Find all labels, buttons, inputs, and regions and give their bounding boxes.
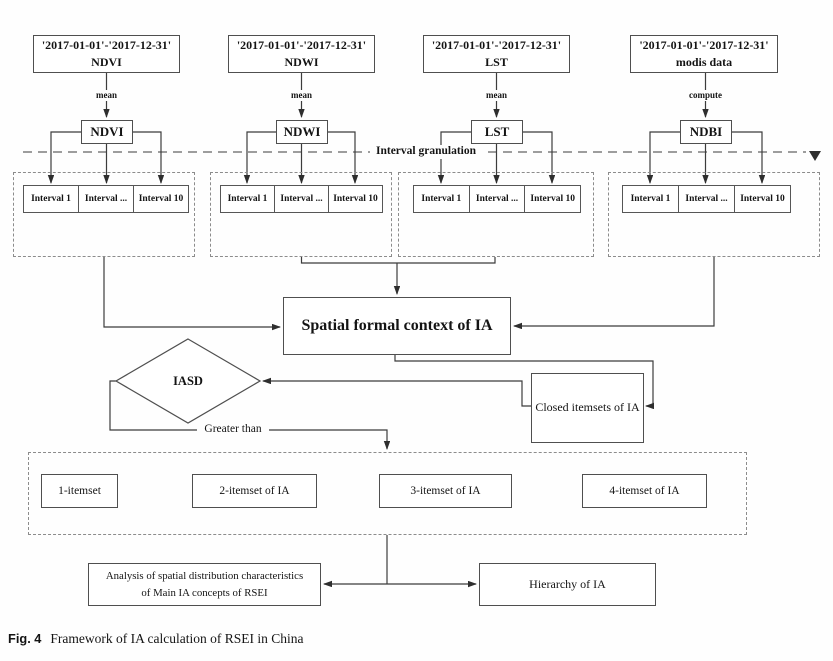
operation-label-mean: mean: [466, 90, 527, 101]
itemset-box-4: 4-itemset of IA: [582, 474, 707, 508]
operation-label-compute: compute: [675, 90, 736, 101]
flow-line: [300, 257, 397, 264]
analysis-line-1: Analysis of spatial distribution charact…: [105, 569, 304, 582]
source-box-label: '2017-01-01'-'2017-12-31' LST: [431, 37, 562, 69]
granulation-label: Interval granulation: [370, 145, 482, 159]
figure-caption-text: Framework of IA calculation of RSEI in C…: [50, 631, 304, 646]
itemset-group: [28, 452, 747, 535]
interval-row: Interval 1 Interval ... Interval 10: [220, 185, 383, 213]
interval-group-lst: Interval 1 Interval ... Interval 10: [398, 172, 594, 257]
interval-group-ndwi: Interval 1 Interval ... Interval 10: [210, 172, 392, 257]
interval-cell: Interval 1: [220, 185, 275, 213]
interval-cell: Interval 1: [622, 185, 679, 213]
flow-line: [397, 257, 496, 264]
source-box-ndwi: '2017-01-01'-'2017-12-31' NDWI: [228, 35, 375, 73]
index-box-ndbi: NDBI: [680, 120, 732, 144]
source-box-modis: '2017-01-01'-'2017-12-31' modis data: [630, 35, 778, 73]
interval-cell: Interval ...: [274, 185, 329, 213]
flow-line: [109, 380, 391, 450]
hierarchy-box: Hierarchy of IA: [479, 563, 656, 606]
interval-cell: Interval ...: [678, 185, 735, 213]
spatial-context-box: Spatial formal context of IA: [283, 297, 511, 355]
itemset-box-2: 2-itemset of IA: [192, 474, 317, 508]
source-box-ndvi: '2017-01-01'-'2017-12-31' NDVI: [33, 35, 180, 73]
interval-row: Interval 1 Interval ... Interval 10: [622, 185, 791, 213]
interval-group-ndbi: Interval 1 Interval ... Interval 10: [608, 172, 820, 257]
interval-cell: Interval 1: [23, 185, 79, 213]
source-box-lst: '2017-01-01'-'2017-12-31' LST: [423, 35, 570, 73]
greater-than-label: Greater than: [197, 423, 269, 437]
interval-cell: Interval ...: [78, 185, 134, 213]
operation-label-mean: mean: [76, 90, 137, 101]
interval-cell: Interval 1: [413, 185, 470, 213]
index-box-ndwi: NDWI: [276, 120, 328, 144]
flow-line: [103, 257, 281, 331]
figure-caption: Fig. 4 Framework of IA calculation of RSE…: [8, 631, 304, 647]
source-box-label: '2017-01-01'-'2017-12-31' modis data: [639, 37, 769, 69]
interval-row: Interval 1 Interval ... Interval 10: [23, 185, 189, 213]
iasd-label: IASD: [173, 374, 203, 388]
interval-cell: Interval 10: [328, 185, 383, 213]
index-box-lst: LST: [471, 120, 523, 144]
itemset-box-3: 3-itemset of IA: [379, 474, 512, 508]
flow-line: [513, 257, 715, 330]
source-box-label: '2017-01-01'-'2017-12-31' NDVI: [41, 37, 172, 69]
itemset-box-1: 1-itemset: [41, 474, 118, 508]
index-box-ndvi: NDVI: [81, 120, 133, 144]
interval-cell: Interval 10: [734, 185, 791, 213]
interval-group-ndvi: Interval 1 Interval ... Interval 10: [13, 172, 195, 257]
figure-caption-number: Fig. 4: [8, 631, 42, 646]
flow-line: [262, 377, 531, 407]
analysis-line-2: of Main IA concepts of RSEI: [141, 586, 268, 599]
interval-cell: Interval 10: [524, 185, 582, 213]
analysis-box: Analysis of spatial distribution charact…: [88, 563, 321, 606]
granulation-end-arrowhead: [809, 151, 821, 161]
interval-cell: Interval 10: [133, 185, 189, 213]
closed-itemsets-box: Closed itemsets of IA: [531, 373, 644, 443]
interval-cell: Interval ...: [468, 185, 526, 213]
source-box-label: '2017-01-01'-'2017-12-31' NDWI: [236, 37, 367, 69]
interval-row: Interval 1 Interval ... Interval 10: [413, 185, 582, 213]
operation-label-mean: mean: [271, 90, 332, 101]
